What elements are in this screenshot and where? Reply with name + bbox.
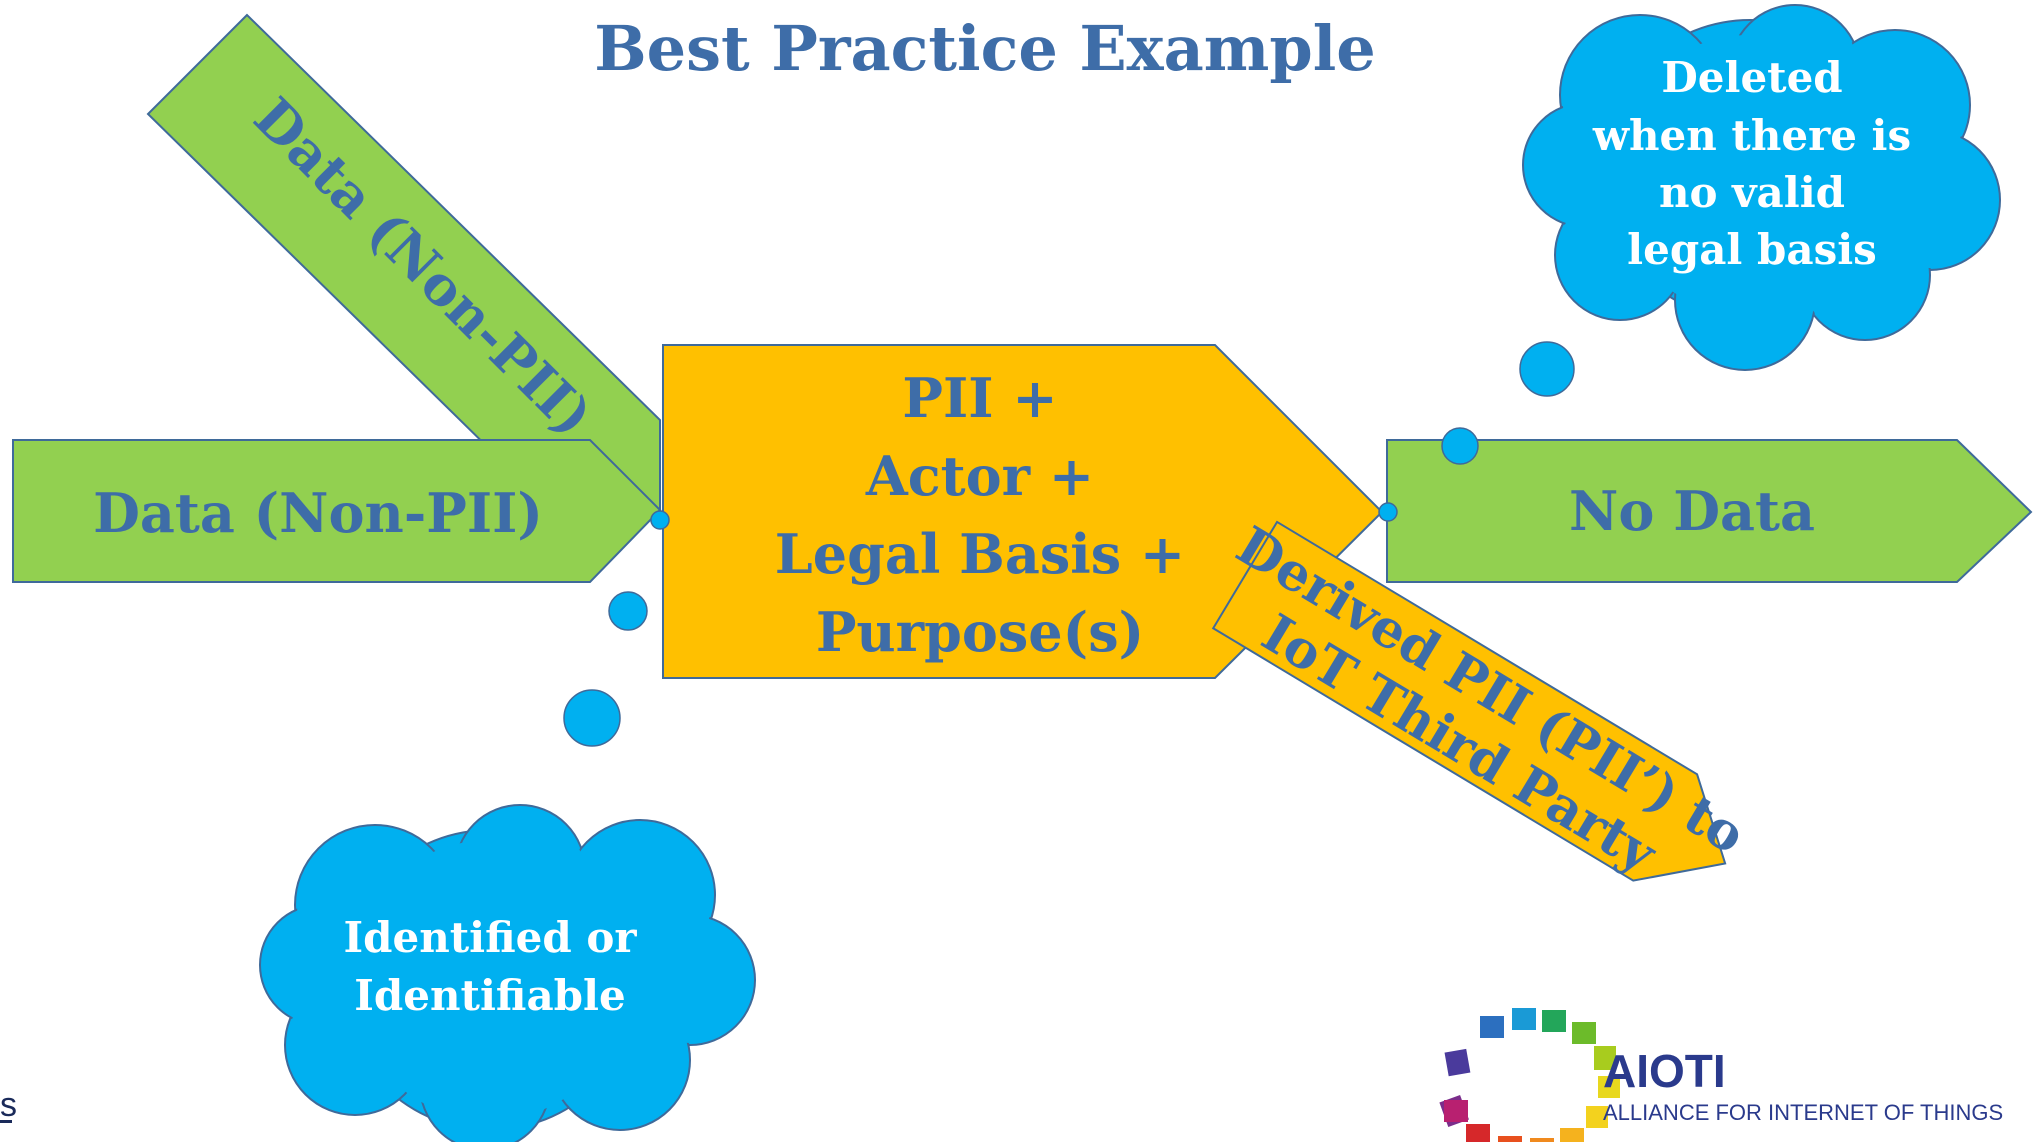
cloud-top-line-4: legal basis — [1627, 225, 1877, 274]
cloud-top-line-2: when there is — [1592, 111, 1911, 160]
no-data-arrow-label: No Data — [1569, 479, 1815, 543]
cloud-bottom-line-1: Identified or — [343, 913, 637, 962]
logo-subtitle: ALLIANCE FOR INTERNET OF THINGS — [1603, 1100, 2003, 1125]
thought-bubble-dot — [608, 591, 648, 631]
edge-underline — [0, 1120, 12, 1123]
connector-dot-left — [650, 510, 670, 530]
diagonal-data-arrow-label: Data (Non-PII) — [242, 85, 605, 448]
left-data-arrow: Data (Non-PII) — [12, 439, 662, 583]
cloud-top-line-3: no valid — [1659, 168, 1845, 217]
left-data-arrow-label: Data (Non-PII) — [93, 481, 543, 545]
cloud-top-line-1: Deleted — [1661, 53, 1842, 102]
cloud-bottom-line-2: Identifiable — [354, 971, 625, 1020]
center-line-2: Actor + — [865, 444, 1094, 508]
center-line-3: Legal Basis + — [775, 522, 1185, 586]
thought-bubble-dot — [1441, 427, 1479, 465]
aioti-logo: AIOTI ALLIANCE FOR INTERNET OF THINGS — [1439, 1008, 2003, 1142]
diagram-title: Best Practice Example — [594, 12, 1376, 85]
deleted-thought-cloud: Deleted when there is no valid legal bas… — [1522, 4, 2001, 371]
thought-bubble-dot — [563, 689, 621, 747]
thought-bubble-dot — [1519, 341, 1575, 397]
center-line-4: Purpose(s) — [816, 600, 1144, 664]
no-data-arrow: No Data — [1386, 439, 2033, 583]
logo-ring-icon — [1439, 1008, 1620, 1142]
identified-thought-cloud: Identified or Identifiable — [259, 804, 756, 1142]
edge-text-fragment: s — [0, 1086, 17, 1124]
logo-name: AIOTI — [1603, 1045, 1726, 1097]
connector-dot-right — [1378, 502, 1398, 522]
pii-center-arrow: PII + Actor + Legal Basis + Purpose(s) — [662, 344, 1384, 679]
center-line-1: PII + — [902, 366, 1057, 430]
